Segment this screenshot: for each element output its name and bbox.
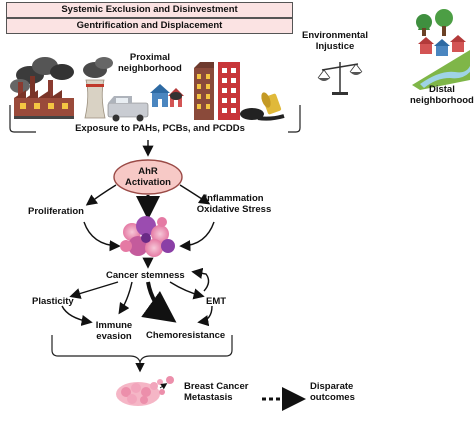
ahr-activation-label: AhR Activation <box>125 166 171 188</box>
inflammation-label: Inflammation Oxidative Stress <box>196 193 272 215</box>
arrow-proliferation-tumor <box>83 221 121 252</box>
plasticity-label: Plasticity <box>32 296 74 307</box>
arrow-stemness-immune <box>118 281 133 315</box>
proximal-neighborhood-label: Proximal neighborhood <box>118 52 182 74</box>
neighborhood-bracket <box>9 105 301 133</box>
exposure-label: Exposure to PAHs, PCBs, and PCDDs <box>75 123 245 134</box>
oil-barrel-icon <box>257 92 285 121</box>
houses-icon <box>150 84 184 107</box>
disparate-outcomes-label: Disparate outcomes <box>310 381 355 403</box>
arrow-emt-stemness <box>191 267 210 292</box>
cooling-tower-icon <box>83 57 113 119</box>
metastasis-cells-icon <box>116 376 174 406</box>
breast-cancer-metastasis-label: Breast Cancer Metastasis <box>184 381 249 403</box>
proliferation-label: Proliferation <box>28 206 84 217</box>
tumor-cluster-icon <box>120 216 175 257</box>
van-icon <box>107 96 149 122</box>
justice-scale-icon <box>317 62 363 95</box>
distal-neighborhood-icon <box>412 9 470 90</box>
arrow-ahr-proliferation <box>85 184 117 206</box>
banner-exclusion: Systemic Exclusion and Disinvestment <box>6 2 293 18</box>
environmental-injustice-label: Environmental Injustice <box>302 30 368 52</box>
banner-gentrification: Gentrification and Displacement <box>6 18 293 34</box>
arrow-emt-chemo <box>197 305 213 327</box>
arrow-ahr-inflammation <box>179 184 211 205</box>
emt-label: EMT <box>206 296 227 307</box>
ahr-activation-node <box>113 159 183 195</box>
arrow-plasticity-immune <box>61 305 93 327</box>
factory-icon <box>10 57 74 119</box>
immune-evasion-label: Immune evasion <box>95 320 133 342</box>
arrow-stemness-emt <box>169 281 205 300</box>
apartment-buildings-icon <box>194 62 264 120</box>
arrow-stemness-plasticity <box>69 281 119 299</box>
chemoresistance-label: Chemoresistance <box>146 330 226 341</box>
arrow-stemness-chemo <box>141 281 177 323</box>
distal-neighborhood-label: Distal neighborhood <box>410 84 474 106</box>
cancer-stemness-label: Cancer stemness <box>106 270 185 281</box>
arrow-inflammation-tumor <box>179 221 215 252</box>
